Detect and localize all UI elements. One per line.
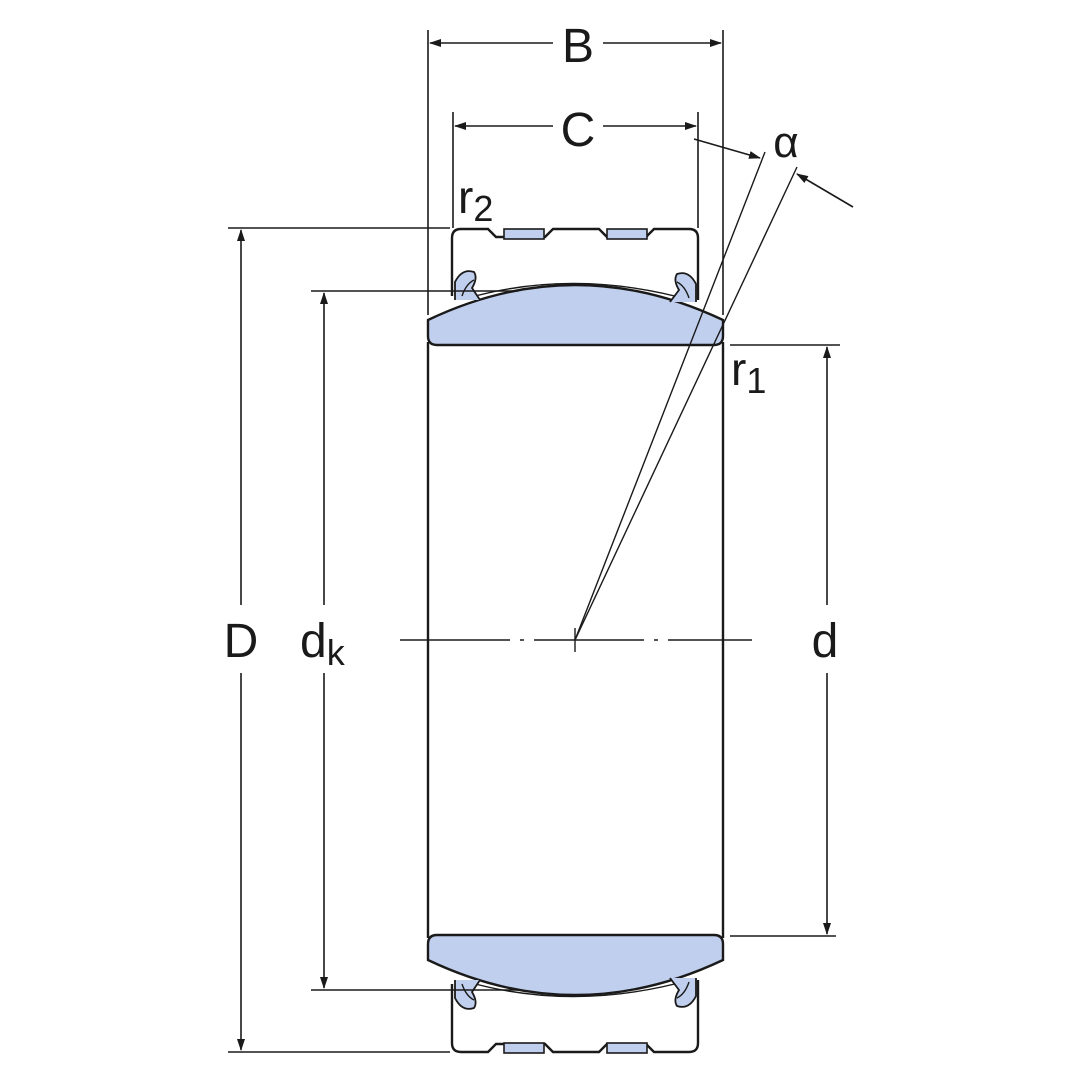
svg-text:r1: r1 [731, 343, 766, 401]
label-c: C [561, 104, 596, 157]
outer-ring-top-groove-right [606, 228, 648, 240]
label-d-bore: d [812, 615, 839, 668]
tilt-line-2 [574, 166, 798, 641]
label-r1-main: r [731, 343, 746, 395]
label-r1-sub: 1 [746, 360, 766, 401]
label-dk-main: d [300, 615, 327, 668]
label-b: B [562, 20, 594, 73]
inner-ring-sphere-bottom [426, 933, 725, 997]
outer-ring-top [450, 227, 700, 300]
seal-top-left [454, 270, 481, 301]
seal-bottom-right [669, 977, 697, 1008]
seal-bottom-left [454, 979, 481, 1010]
outer-ring-bottom-groove-right [606, 1042, 648, 1054]
label-r2-sub: 2 [473, 188, 493, 229]
label-r1: r1 [731, 343, 766, 401]
label-r2: r2 [458, 171, 493, 229]
label-dk-sub: k [327, 632, 346, 673]
outer-ring-bottom-groove-left [503, 1042, 545, 1054]
dimension-d-bore: d [730, 344, 840, 937]
outer-ring-bottom [450, 980, 700, 1054]
seal-top-right [669, 272, 697, 303]
label-d-outer: D [224, 615, 259, 668]
outer-ring-top-groove-left [503, 228, 545, 240]
dimension-c: C [452, 104, 699, 228]
label-r2-main: r [458, 171, 473, 223]
dimension-dk: dk [300, 290, 518, 991]
outer-ring-sphere-bottom [467, 979, 691, 998]
inner-ring-sphere-top [426, 283, 725, 347]
dimension-d-outer: D [224, 227, 450, 1053]
dimension-alpha: α [693, 118, 854, 208]
dimension-b: B [427, 20, 724, 315]
tilt-line-1 [574, 151, 766, 641]
svg-text:dk: dk [300, 615, 346, 673]
label-alpha: α [773, 118, 798, 167]
svg-text:r2: r2 [458, 171, 493, 229]
bearing-body [400, 151, 798, 1054]
